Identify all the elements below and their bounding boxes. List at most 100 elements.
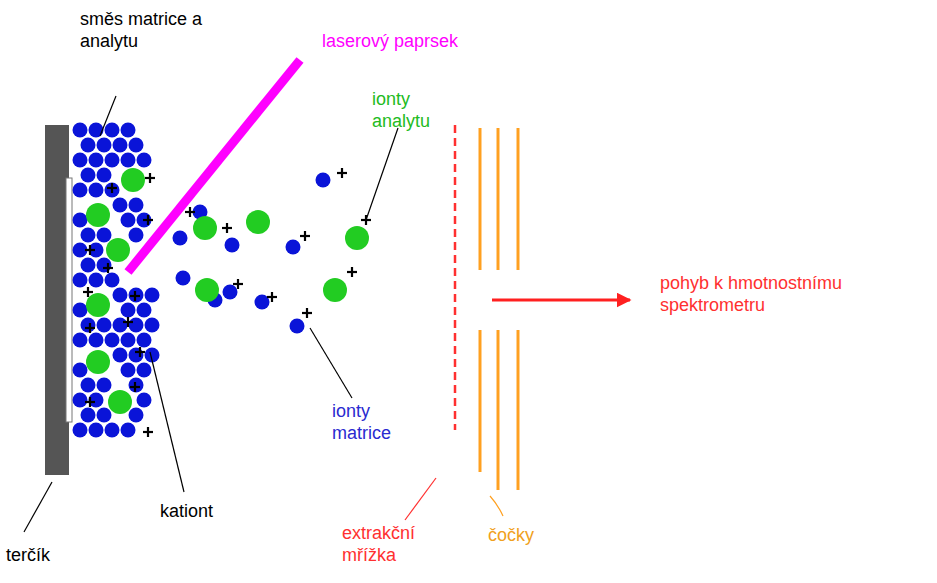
matrix-molecule — [89, 423, 104, 438]
matrix-molecule — [81, 258, 96, 273]
matrix-molecule — [105, 273, 120, 288]
matrix-molecule — [89, 183, 104, 198]
matrix-molecule — [97, 168, 112, 183]
matrix-molecule — [137, 303, 152, 318]
analyte-ion — [195, 278, 219, 302]
matrix-molecule — [81, 168, 96, 183]
matrix-molecule — [97, 258, 112, 273]
matrix-ion — [290, 319, 305, 334]
analyte-ion — [345, 226, 369, 250]
matrix-molecule — [129, 198, 144, 213]
matrix-molecule — [81, 138, 96, 153]
matrix-molecule — [97, 318, 112, 333]
matrix-molecule — [81, 408, 96, 423]
matrix-molecule — [97, 138, 112, 153]
matrix-molecule — [113, 288, 128, 303]
matrix-ion — [286, 240, 301, 255]
matrix-molecule — [73, 213, 88, 228]
matrix-ion — [176, 271, 191, 286]
matrix-molecule — [121, 333, 136, 348]
matrix-molecule — [113, 348, 128, 363]
cation-label: kationt — [160, 500, 280, 522]
matrix-molecule — [129, 288, 144, 303]
analyte-molecule — [86, 350, 110, 374]
target-plate — [45, 125, 69, 475]
matrix-molecule — [137, 363, 152, 378]
matrix-molecule — [89, 153, 104, 168]
extraction-grid — [454, 125, 457, 430]
matrix-molecule — [137, 153, 152, 168]
matrix-molecule — [73, 333, 88, 348]
matrix-molecule — [105, 123, 120, 138]
analyte-molecule — [121, 168, 145, 192]
matrix-molecule — [81, 318, 96, 333]
matrix-molecule — [113, 198, 128, 213]
analyte-molecule — [108, 390, 132, 414]
laser-beam — [128, 60, 300, 272]
matrix-molecule — [121, 363, 136, 378]
matrix-molecule — [137, 393, 152, 408]
matrix-molecule — [81, 228, 96, 243]
analyte-ion — [323, 278, 347, 302]
matrix-ion — [316, 173, 331, 188]
analyte-ion — [246, 210, 270, 234]
matrix-molecule — [129, 408, 144, 423]
matrix-molecule — [73, 393, 88, 408]
matrix-molecule — [129, 138, 144, 153]
charge-signs — [83, 168, 371, 437]
analyte-molecule — [86, 293, 110, 317]
matrix-molecule — [73, 183, 88, 198]
motion-arrow — [492, 299, 630, 302]
matrix-molecule — [89, 243, 104, 258]
target-recess — [66, 178, 72, 422]
matrix-molecule — [73, 273, 88, 288]
matrix-molecule — [129, 378, 144, 393]
matrix-molecule — [97, 408, 112, 423]
matrix-molecule — [73, 363, 88, 378]
matrix-molecule — [97, 378, 112, 393]
matrix-molecule — [137, 333, 152, 348]
matrix-molecule — [121, 153, 136, 168]
matrix-ion — [223, 285, 238, 300]
target-label: terčík — [6, 544, 106, 566]
leader-line — [490, 496, 503, 516]
matrix-molecule — [121, 123, 136, 138]
matrix-ion — [225, 238, 240, 253]
ion-lenses — [480, 128, 518, 490]
matrix-molecule — [89, 333, 104, 348]
matrix-molecule — [89, 393, 104, 408]
matrix-molecule — [73, 303, 88, 318]
matrix-molecule — [89, 273, 104, 288]
matrix-molecule — [81, 378, 96, 393]
analyte-molecule — [106, 238, 130, 262]
matrix-molecule — [113, 318, 128, 333]
ion-plume — [173, 173, 370, 334]
analyte-ion — [193, 216, 217, 240]
matrix-molecule — [105, 333, 120, 348]
leader-lines — [24, 96, 398, 532]
lenses-label: čočky — [488, 524, 588, 546]
matrix-molecule — [73, 153, 88, 168]
matrix-molecule — [121, 423, 136, 438]
matrix-molecule — [105, 183, 120, 198]
laser-label: laserový paprsek — [322, 30, 542, 52]
grid-label: extrakční mřížka — [342, 522, 432, 566]
matrix-ion — [173, 231, 188, 246]
matrix-analyte-mixture — [73, 123, 160, 438]
matrix-molecule — [97, 228, 112, 243]
matrix-molecule — [73, 123, 88, 138]
motion-label: pohyb k hmotnostnímu spektrometru — [660, 272, 880, 316]
leader-line — [405, 478, 436, 520]
analyte-molecule — [86, 203, 110, 227]
matrix-molecule — [129, 318, 144, 333]
matrix-molecule — [129, 228, 144, 243]
matrix-ions-label: ionty matrice — [332, 400, 422, 444]
matrix-molecule — [105, 423, 120, 438]
matrix-molecule — [73, 423, 88, 438]
matrix-molecule — [129, 348, 144, 363]
matrix-molecule — [113, 138, 128, 153]
matrix-molecule — [121, 213, 136, 228]
matrix-molecule — [145, 288, 160, 303]
analyte-ions-label: ionty analytu — [372, 88, 462, 132]
